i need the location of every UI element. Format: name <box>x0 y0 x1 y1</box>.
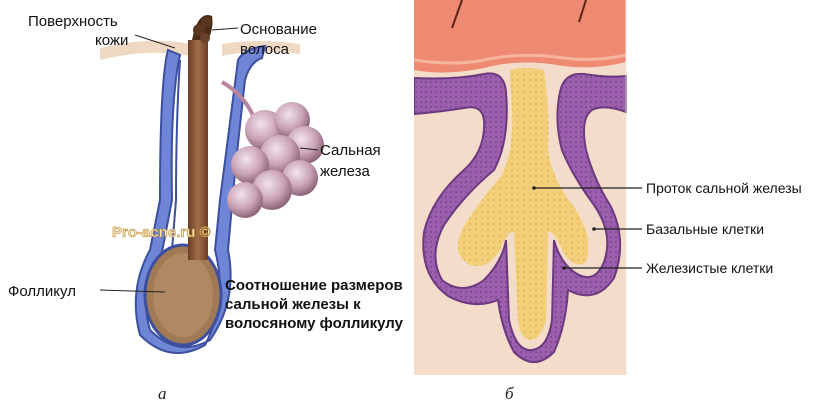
note-line-3: волосяному фолликулу <box>225 315 404 332</box>
label-gland-2: железа <box>320 163 371 180</box>
label-hair-base-1: Основание <box>240 21 317 38</box>
label-skin-surface-1: Поверхность <box>28 13 118 30</box>
label-glandular-cells: Железистые клетки <box>646 260 773 276</box>
label-gland-1: Сальная <box>320 142 381 159</box>
label-basal-cells: Базальные клетки <box>646 221 764 237</box>
watermark-text: Pro-acne.ru © <box>112 224 211 241</box>
panel-a-illustration: Поверхность кожи Основание волоса Сальна… <box>0 0 410 375</box>
note-line-1: Соотношение размеров <box>225 277 403 294</box>
panel-b-illustration: Проток сальной железы Базальные клетки Ж… <box>414 0 818 375</box>
note-line-2: сальной железы к <box>225 296 361 313</box>
label-hair-base-2: волоса <box>240 41 290 58</box>
caption-b: б <box>505 384 514 404</box>
label-duct: Проток сальной железы <box>646 180 802 196</box>
label-skin-surface-2: кожи <box>95 32 128 49</box>
panel-b-gland-section: Проток сальной железы Базальные клетки Ж… <box>414 0 818 375</box>
label-follicle: Фолликул <box>8 283 76 300</box>
caption-a: а <box>158 384 167 404</box>
panel-a-follicle-diagram: Поверхность кожи Основание волоса Сальна… <box>0 0 410 375</box>
